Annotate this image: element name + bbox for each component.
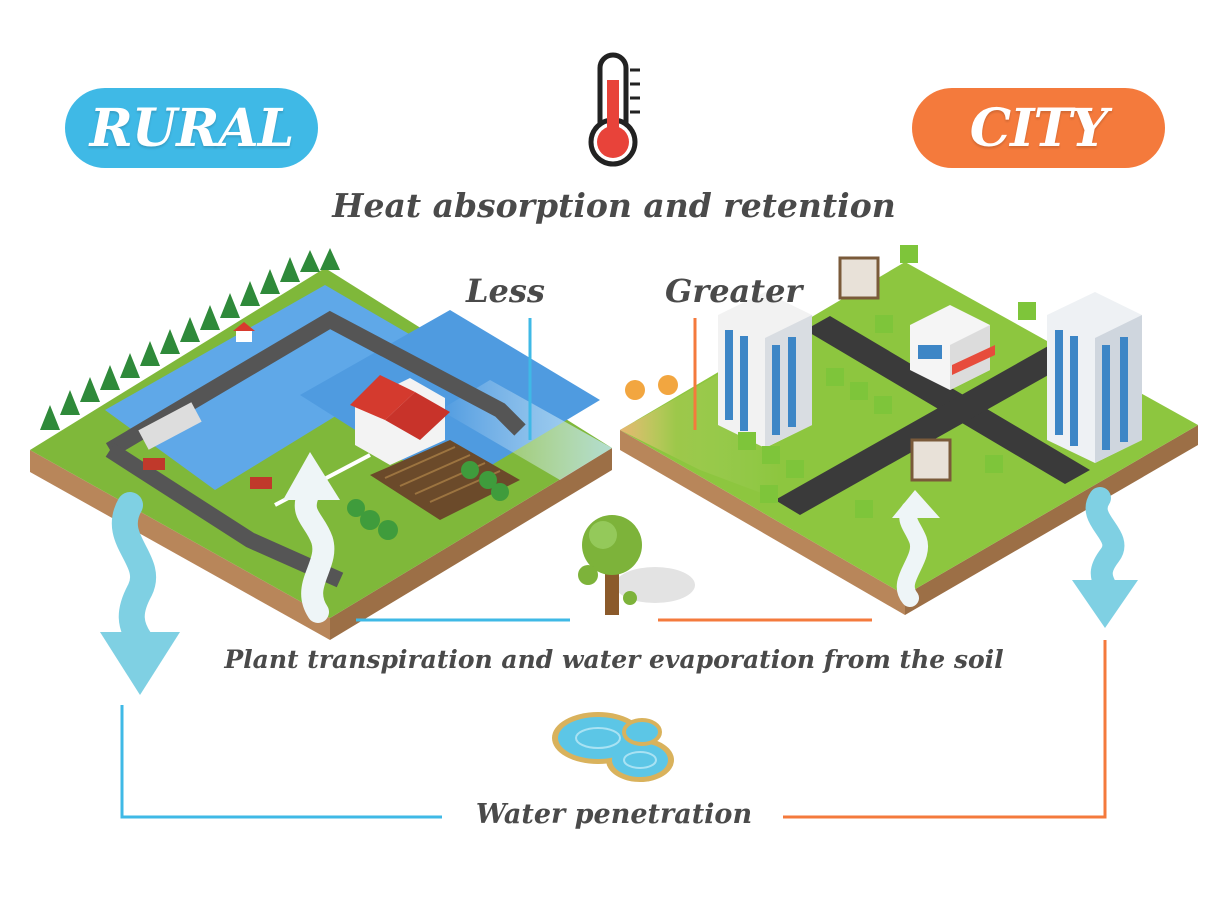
heat-caption: Heat absorption and retention bbox=[332, 186, 896, 225]
greater-label: Greater bbox=[665, 272, 803, 310]
steam-arrow-icon bbox=[283, 452, 340, 623]
rural-label: RURAL bbox=[89, 97, 295, 159]
less-label: Less bbox=[466, 272, 545, 310]
city-pill: CITY bbox=[912, 88, 1165, 168]
rural-landscape bbox=[30, 248, 612, 640]
water-down-arrow-icon bbox=[1072, 487, 1138, 628]
rural-pill: RURAL bbox=[65, 88, 318, 168]
penetration-caption: Water penetration bbox=[475, 799, 753, 830]
city-label: CITY bbox=[969, 97, 1109, 159]
tree-icon bbox=[578, 515, 695, 615]
transpiration-caption: Plant transpiration and water evaporatio… bbox=[224, 645, 1004, 674]
thermometer-icon bbox=[588, 52, 640, 167]
city-landscape bbox=[620, 245, 1198, 615]
water-down-arrow-icon bbox=[100, 492, 180, 695]
steam-arrow-icon bbox=[892, 490, 940, 607]
puddle-icon bbox=[552, 712, 674, 782]
